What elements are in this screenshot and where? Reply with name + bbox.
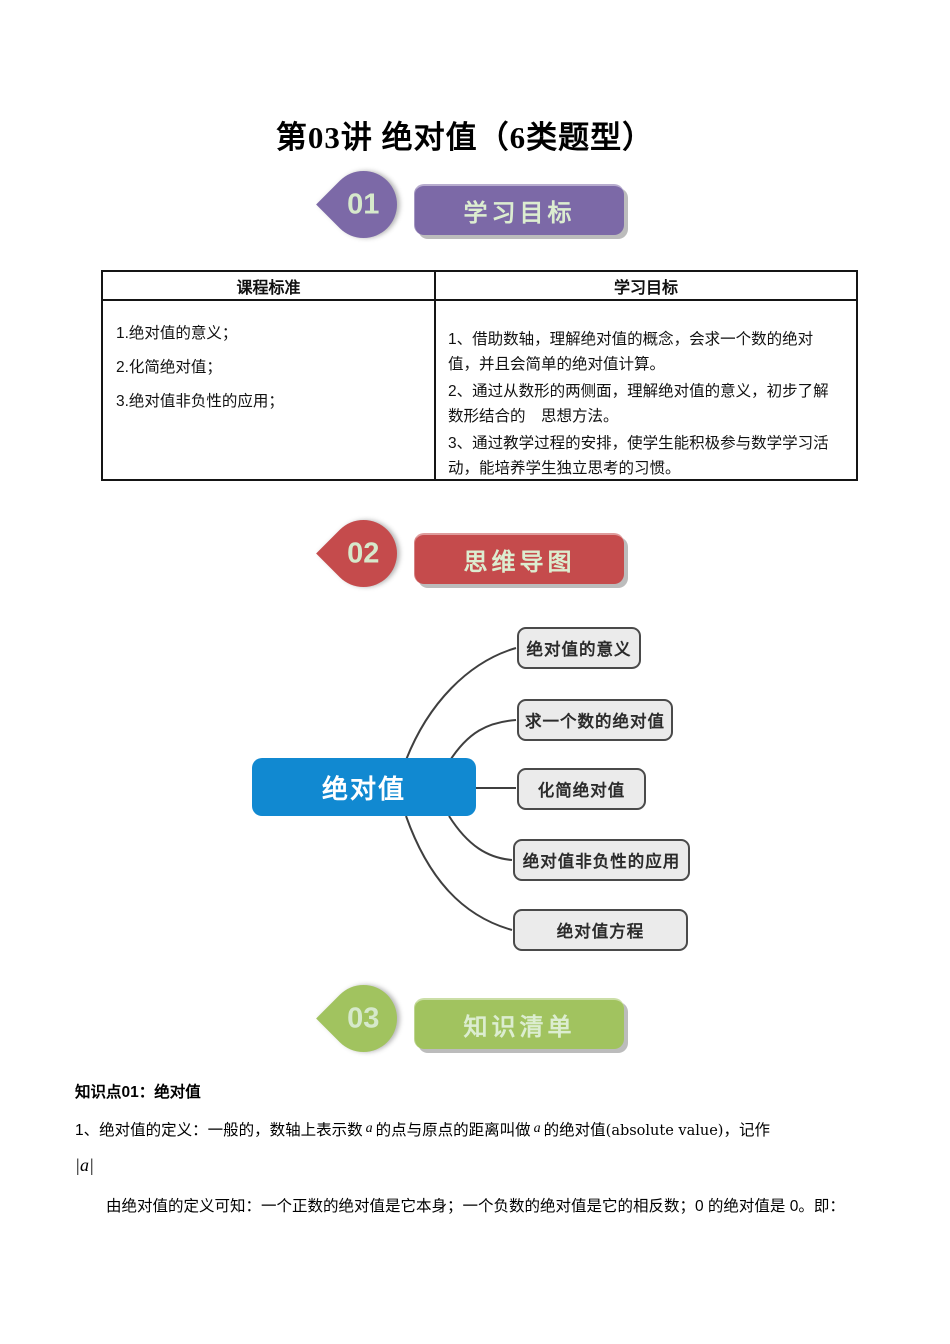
mindmap-root-node: 绝对值 (252, 758, 476, 816)
math-variable-a: a (533, 1121, 541, 1136)
definition-consequence-paragraph: 由绝对值的定义可知：一个正数的绝对值是它本身；一个负数的绝对值是它的相反数；0 … (106, 1198, 845, 1215)
standards-table: 课程标准 学习目标 1.绝对值的意义； 2.化简绝对值； 3.绝对值非负性的应用… (101, 270, 858, 481)
table-cell-objectives: 1、借助数轴，理解绝对值的概念，会求一个数的绝对值，并且会简单的绝对值计算。 2… (436, 301, 856, 479)
table-cell-standards: 1.绝对值的意义； 2.化简绝对值； 3.绝对值非负性的应用； (103, 301, 436, 479)
section-badge-learning-goals: 01 学习目标 (316, 157, 630, 252)
section-badge-knowledge-list: 03 知识清单 (316, 971, 630, 1066)
definition-text: ，记作 (723, 1122, 770, 1139)
definition-text: 的绝对值 (543, 1122, 606, 1139)
math-variable-a: a (365, 1121, 373, 1136)
mindmap-branch-node: 绝对值非负性的应用 (513, 839, 690, 881)
section-badge-mindmap: 02 思维导图 (316, 506, 630, 601)
english-term: (absolute value) (605, 1123, 724, 1139)
section-title-pill: 学习目标 (414, 184, 624, 235)
section-title-pill: 思维导图 (414, 533, 624, 584)
section-number: 03 (347, 1002, 380, 1035)
section-number: 02 (347, 537, 380, 570)
section-number: 01 (347, 188, 380, 221)
objective-item: 1、借助数轴，理解绝对值的概念，会求一个数的绝对值，并且会简单的绝对值计算。 (448, 331, 814, 373)
section-number-drop-icon: 03 (316, 971, 411, 1066)
table-header-standards: 课程标准 (103, 272, 436, 299)
mindmap-connector-lines (405, 647, 517, 931)
definition-text: 的点与原点的距离叫做 (375, 1122, 531, 1139)
objective-item: 3、通过教学过程的安排，使学生能积极参与数学学习活动，能培养学生独立思考的习惯。 (448, 435, 829, 477)
mindmap-branch-node: 绝对值方程 (513, 909, 688, 951)
page-title: 第03讲 绝对值（6类题型） (275, 120, 655, 155)
absolute-value-notation: |a| (75, 1155, 94, 1175)
knowledge-point-heading: 知识点01：绝对值 (75, 1084, 201, 1101)
standard-item: 3.绝对值非负性的应用； (116, 393, 284, 410)
table-body-row: 1.绝对值的意义； 2.化简绝对值； 3.绝对值非负性的应用； 1、借助数轴，理… (103, 301, 856, 479)
mindmap-branch-node: 绝对值的意义 (517, 627, 641, 669)
table-header-objectives: 学习目标 (613, 279, 678, 297)
definition-text: 1、绝对值的定义：一般的，数轴上表示数 (75, 1122, 363, 1139)
standard-item: 2.化简绝对值； (116, 359, 222, 376)
mindmap-branch-node: 求一个数的绝对值 (517, 699, 673, 741)
section-number-drop-icon: 01 (316, 157, 411, 252)
objective-item: 2、通过从数形的两侧面，理解绝对值的意义，初步了解数形结合的 思想方法。 (448, 383, 829, 425)
section-number-drop-icon: 02 (316, 506, 411, 601)
table-header-row: 课程标准 学习目标 (103, 272, 856, 301)
section-title-pill: 知识清单 (414, 998, 624, 1049)
mindmap-branch-node: 化简绝对值 (517, 768, 646, 810)
standard-item: 1.绝对值的意义； (116, 325, 238, 342)
